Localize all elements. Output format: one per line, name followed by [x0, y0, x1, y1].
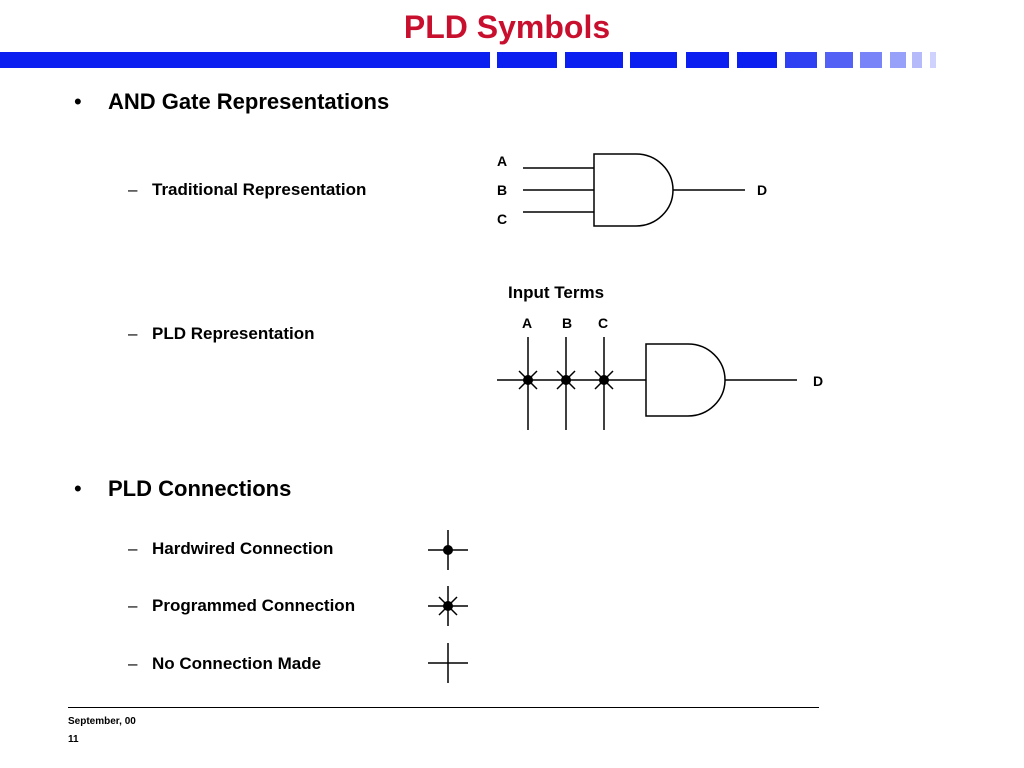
- title-bar-segment: [497, 52, 557, 68]
- subitem-label: PLD Representation: [152, 324, 315, 343]
- sub-dash: –: [128, 654, 138, 673]
- bullet-and-gate-representations: • AND Gate Representations: [74, 89, 389, 115]
- sub-dash: –: [128, 539, 138, 558]
- title-bar-segment: [825, 52, 853, 68]
- subitem-pld-representation: –PLD Representation: [128, 323, 314, 345]
- pld-dot-a: [523, 375, 533, 385]
- bullet-pld-connections: • PLD Connections: [74, 476, 291, 502]
- slide-title: PLD Symbols: [403, 9, 611, 45]
- trad-output-label-d: D: [757, 182, 768, 198]
- input-terms-caption: Input Terms: [508, 283, 605, 302]
- pld-and-gate: [497, 337, 797, 430]
- subitem-label: No Connection Made: [152, 654, 322, 673]
- trad-input-label-b: B: [497, 182, 508, 198]
- sub-dash: –: [128, 180, 138, 199]
- bullet-dot: •: [74, 89, 82, 114]
- subitem-label: Traditional Representation: [152, 180, 367, 199]
- pld-input-label-a: A: [522, 315, 533, 331]
- subitem-traditional-representation: –Traditional Representation: [128, 179, 366, 201]
- title-bar-segment: [912, 52, 922, 68]
- title-bar-segment: [565, 52, 623, 68]
- sub-dash: –: [128, 324, 138, 343]
- title-bar-segment: [630, 52, 677, 68]
- no-connection-symbol: [428, 643, 468, 683]
- pld-dot-b: [561, 375, 571, 385]
- trad-input-label-a: A: [497, 153, 508, 169]
- pld-input-label-c: C: [598, 315, 609, 331]
- title-bar-segment: [686, 52, 729, 68]
- subitem-no-connection-made: –No Connection Made: [128, 653, 321, 675]
- bullet-label: AND Gate Representations: [108, 89, 390, 114]
- bullet-dot: •: [74, 476, 82, 501]
- footer-date: September, 00: [68, 716, 136, 727]
- pld-and-gate-body: [645, 343, 726, 417]
- title-bar-segment: [0, 52, 490, 68]
- title-bar: [0, 52, 936, 68]
- subitem-label: Programmed Connection: [152, 596, 356, 615]
- footer-rule: [68, 707, 819, 708]
- sub-dash: –: [128, 596, 138, 615]
- pld-output-label-d: D: [813, 373, 824, 389]
- bullet-label: PLD Connections: [108, 476, 292, 501]
- traditional-and-gate: [523, 153, 745, 227]
- trad-and-gate-body: [593, 153, 674, 227]
- hardwired-dot: [443, 545, 453, 555]
- pld-dot-c: [599, 375, 609, 385]
- title-bar-segment: [930, 52, 936, 68]
- footer-page-number: 11: [68, 734, 79, 745]
- title-bar-segment: [890, 52, 906, 68]
- pld-input-label-b: B: [562, 315, 573, 331]
- title-bar-segment: [785, 52, 817, 68]
- trad-input-label-c: C: [497, 211, 508, 227]
- subitem-programmed-connection: –Programmed Connection: [128, 595, 355, 617]
- programmed-dot: [443, 601, 453, 611]
- title-bar-segment: [737, 52, 777, 68]
- title-bar-segment: [860, 52, 882, 68]
- subitem-hardwired-connection: –Hardwired Connection: [128, 538, 333, 560]
- subitem-label: Hardwired Connection: [152, 539, 334, 558]
